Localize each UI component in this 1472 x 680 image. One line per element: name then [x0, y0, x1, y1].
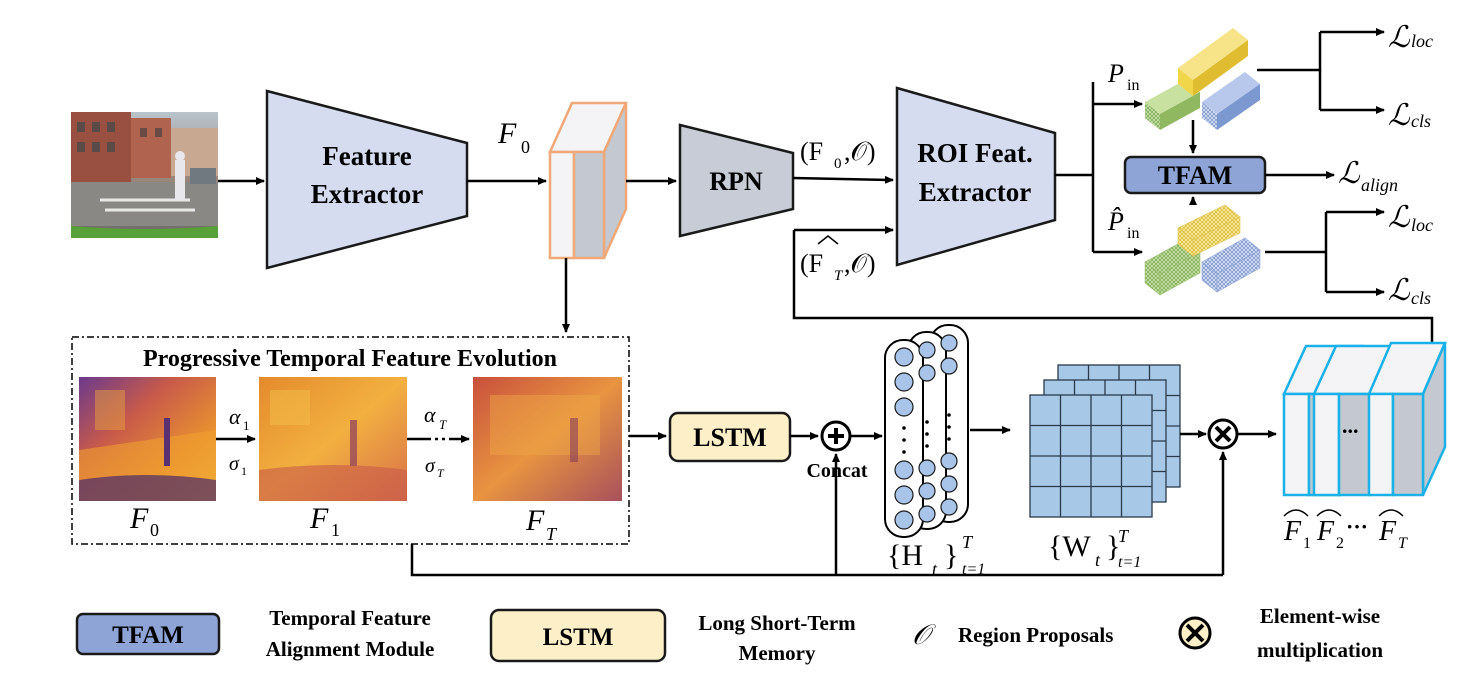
h-label-sub: t	[932, 559, 938, 579]
tfam-label: TFAM	[1158, 161, 1233, 190]
hidden-states	[884, 324, 969, 538]
legend-lstm-desc-1: Long Short-Term	[698, 611, 856, 635]
roi-extractor-block: ROI Feat. Extractor	[895, 86, 1057, 267]
feature-extractor-label-2: Extractor	[311, 179, 423, 209]
heatmap-f0	[79, 377, 216, 501]
h-label-tail: }	[944, 539, 958, 572]
ptfe-title: Progressive Temporal Feature Evolution	[143, 346, 557, 372]
w-label: {W	[1048, 530, 1091, 563]
output-f1-label: F	[1283, 516, 1302, 547]
legend-tfam-box	[75, 612, 221, 656]
alpha-1-sub: 1	[243, 418, 250, 433]
heatmap-ft	[473, 377, 622, 501]
ptfe-f0-sub: 0	[150, 520, 159, 540]
rpn-output-label-sub: 0	[834, 156, 842, 172]
ptfe-f1-sub: 1	[331, 520, 340, 540]
w-label-range: t=1	[1118, 554, 1141, 571]
loss-loc-bottom: ℒ	[1388, 201, 1411, 234]
ft-input-label-sub: T	[834, 268, 844, 284]
w-label-sup: T	[1118, 526, 1130, 546]
f0-label: F	[497, 117, 517, 150]
legend-region-symbol: 𝒪	[912, 620, 936, 651]
tfam-block: TFAM	[1123, 155, 1267, 195]
output-hats	[1283, 509, 1404, 517]
loss-loc-bottom-sub: loc	[1411, 215, 1433, 235]
proposal-features-bottom	[1144, 204, 1261, 296]
rpn-label: RPN	[709, 167, 763, 196]
w-label-sub: t	[1095, 550, 1101, 570]
weight-grids	[1029, 364, 1181, 518]
sigma-1: σ	[229, 453, 240, 475]
ft-hat-mark	[817, 235, 839, 245]
output-feature-maps	[1282, 341, 1447, 497]
ptfe-f0-label: F	[129, 502, 149, 535]
legend-tfam-desc-2: Alignment Module	[266, 637, 435, 661]
p-in-label: P	[1107, 59, 1124, 88]
roi-label-2: Extractor	[919, 177, 1031, 207]
ptfe-f1-label: F	[309, 502, 329, 535]
output-f1-sub: 1	[1303, 535, 1311, 552]
legend-lstm-label: LSTM	[543, 624, 614, 651]
f0-label-sub: 0	[521, 137, 530, 157]
sigma-1-sub: 1	[241, 464, 247, 478]
sigma-t-sub: T	[437, 466, 445, 480]
legend-lstm-desc-2: Memory	[739, 641, 816, 665]
output-f2-sub: 2	[1336, 535, 1344, 552]
legend-region-desc: Region Proposals	[958, 623, 1113, 647]
sigma-t: σ	[425, 455, 436, 477]
loss-cls-bottom: ℒ	[1388, 274, 1411, 307]
multiply-icon	[1207, 418, 1239, 450]
rpn-block: RPN	[678, 123, 795, 238]
loss-cls-top-sub: cls	[1411, 111, 1431, 131]
f0-feature-map	[548, 101, 628, 260]
loss-loc-top: ℒ	[1388, 21, 1411, 54]
alpha-t-sub: T	[439, 417, 447, 432]
loss-cls-top: ℒ	[1388, 99, 1411, 132]
legend-tfam-desc-1: Temporal Feature	[269, 606, 431, 630]
feature-extractor-block: Feature Extractor	[265, 89, 469, 270]
rpn-output-label: (F	[800, 137, 823, 166]
w-label-tail: }	[1106, 530, 1120, 563]
rpn-output-label-tail: ,𝒪)	[844, 137, 876, 166]
legend-lstm-box	[489, 608, 667, 663]
h-label: {H	[887, 539, 923, 572]
phat-in-sub: in	[1127, 225, 1139, 242]
ft-input-label-tail: ,𝒪)	[844, 249, 876, 278]
h-label-sup: T	[962, 532, 974, 552]
feature-extractor-label-1: Feature	[322, 141, 411, 171]
lstm-label: LSTM	[693, 423, 767, 452]
p-in-sub: in	[1127, 77, 1139, 94]
skip-connection	[410, 451, 1227, 577]
ft-input-label: (F	[800, 249, 823, 278]
concat-icon	[820, 420, 852, 452]
roi-label-1: ROI Feat.	[917, 138, 1032, 168]
proposal-features-top	[1145, 28, 1260, 130]
ptfe-frame	[71, 336, 630, 545]
legend-tfam-label: TFAM	[112, 622, 184, 649]
phat-in-label: P̂	[1107, 207, 1124, 236]
loss-loc-top-sub: loc	[1411, 31, 1433, 51]
heatmap-f1	[259, 377, 407, 501]
legend-mult-desc-2: multiplication	[1257, 638, 1383, 662]
lstm-block: LSTM	[668, 411, 792, 463]
alpha-1: α	[229, 404, 241, 429]
alpha-t: α	[424, 402, 436, 427]
legend-mult-desc-1: Element-wise	[1260, 604, 1380, 628]
output-dots: ···	[1346, 514, 1368, 539]
output-stack-dots: ...	[1342, 413, 1359, 438]
output-ft-sub: T	[1398, 535, 1408, 552]
loss-align: ℒ	[1338, 157, 1361, 190]
input-image	[71, 112, 218, 238]
legend-multiply-icon	[1178, 616, 1212, 650]
loss-align-sub: align	[1361, 175, 1398, 195]
ptfe-ft-label: F	[525, 504, 545, 537]
loss-cls-bottom-sub: cls	[1411, 288, 1431, 308]
legend: TFAM Temporal Feature Alignment Module L…	[75, 604, 1383, 665]
top-arrows	[218, 28, 1434, 345]
output-ft-label: F	[1378, 516, 1397, 547]
output-f2-label: F	[1316, 516, 1335, 547]
ptfe-ft-sub: T	[546, 524, 558, 544]
